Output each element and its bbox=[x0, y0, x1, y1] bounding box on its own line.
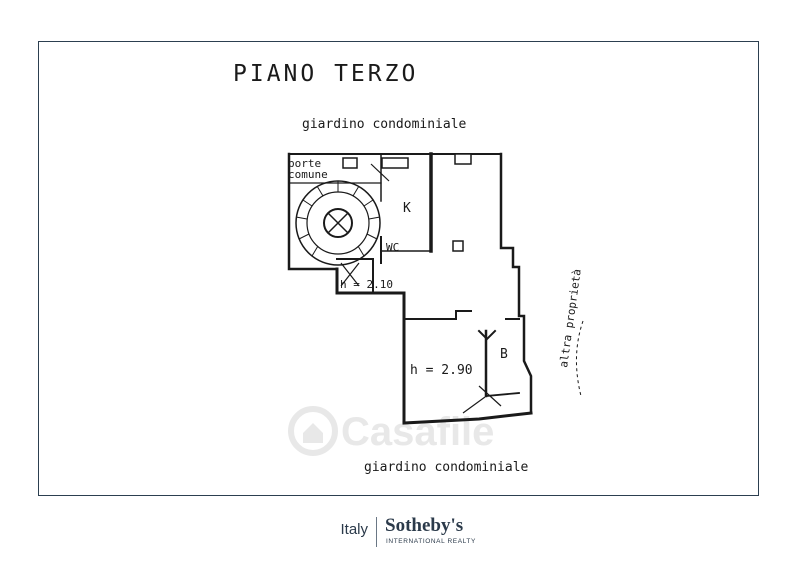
east-wall bbox=[499, 152, 533, 415]
flue-box-kitchen bbox=[381, 157, 409, 169]
bottom-garden-label: giardino condominiale bbox=[364, 460, 529, 475]
stair-block-wall bbox=[287, 152, 339, 271]
stair-core-cross bbox=[327, 212, 349, 234]
floor-plan-frame: Casafile PIANO TERZO giardino condominia… bbox=[38, 41, 759, 496]
south-wall bbox=[402, 411, 533, 425]
top-garden-label: giardino condominiale bbox=[302, 117, 467, 132]
brand-logo: Sotheby's bbox=[385, 515, 464, 536]
main-room-height-label: h = 2.90 bbox=[410, 363, 473, 378]
watermark-text: Casafile bbox=[341, 410, 494, 454]
terrace-door bbox=[462, 396, 486, 414]
storage-cross bbox=[340, 262, 360, 287]
fixtures bbox=[342, 153, 472, 252]
footer-region: Italy bbox=[340, 521, 368, 538]
brand-subtitle: INTERNATIONAL REALTY bbox=[386, 538, 476, 545]
flue-box-stair bbox=[342, 157, 358, 169]
flue-box-top bbox=[454, 153, 472, 165]
spiral-staircase bbox=[295, 180, 381, 266]
west-wall bbox=[335, 267, 406, 425]
common-door-label-line1: porte bbox=[288, 157, 321, 170]
bathroom-door bbox=[478, 385, 502, 407]
common-door-label-line2: comune bbox=[288, 168, 328, 181]
watermark: Casafile bbox=[288, 406, 494, 456]
watermark-house-icon bbox=[303, 423, 323, 443]
room-wc-label: WC bbox=[386, 241, 399, 254]
room-b-label: B bbox=[500, 347, 508, 362]
storage-wall bbox=[336, 258, 374, 294]
footer-divider bbox=[376, 517, 377, 547]
bathroom-door-jamb bbox=[477, 329, 497, 341]
stair-core bbox=[323, 208, 353, 238]
side-property-label: altra proprietà bbox=[557, 268, 584, 368]
footer-brand: Italy Sotheby's INTERNATIONAL REALTY bbox=[0, 513, 800, 557]
inner-wall-north bbox=[403, 310, 472, 320]
column-box bbox=[452, 240, 464, 252]
floor-plan-drawing: Casafile PIANO TERZO giardino condominia… bbox=[233, 61, 584, 475]
plan-title: PIANO TERZO bbox=[233, 61, 418, 87]
watermark-logo-icon bbox=[288, 406, 338, 456]
storage-height-label: h = 2.10 bbox=[340, 278, 393, 291]
doors bbox=[340, 163, 502, 414]
bathroom-south-wall bbox=[485, 392, 520, 397]
stair-treads bbox=[295, 181, 381, 257]
room-k-label: K bbox=[403, 201, 411, 216]
property-boundary-arc bbox=[575, 320, 584, 397]
stair-door bbox=[370, 163, 390, 182]
